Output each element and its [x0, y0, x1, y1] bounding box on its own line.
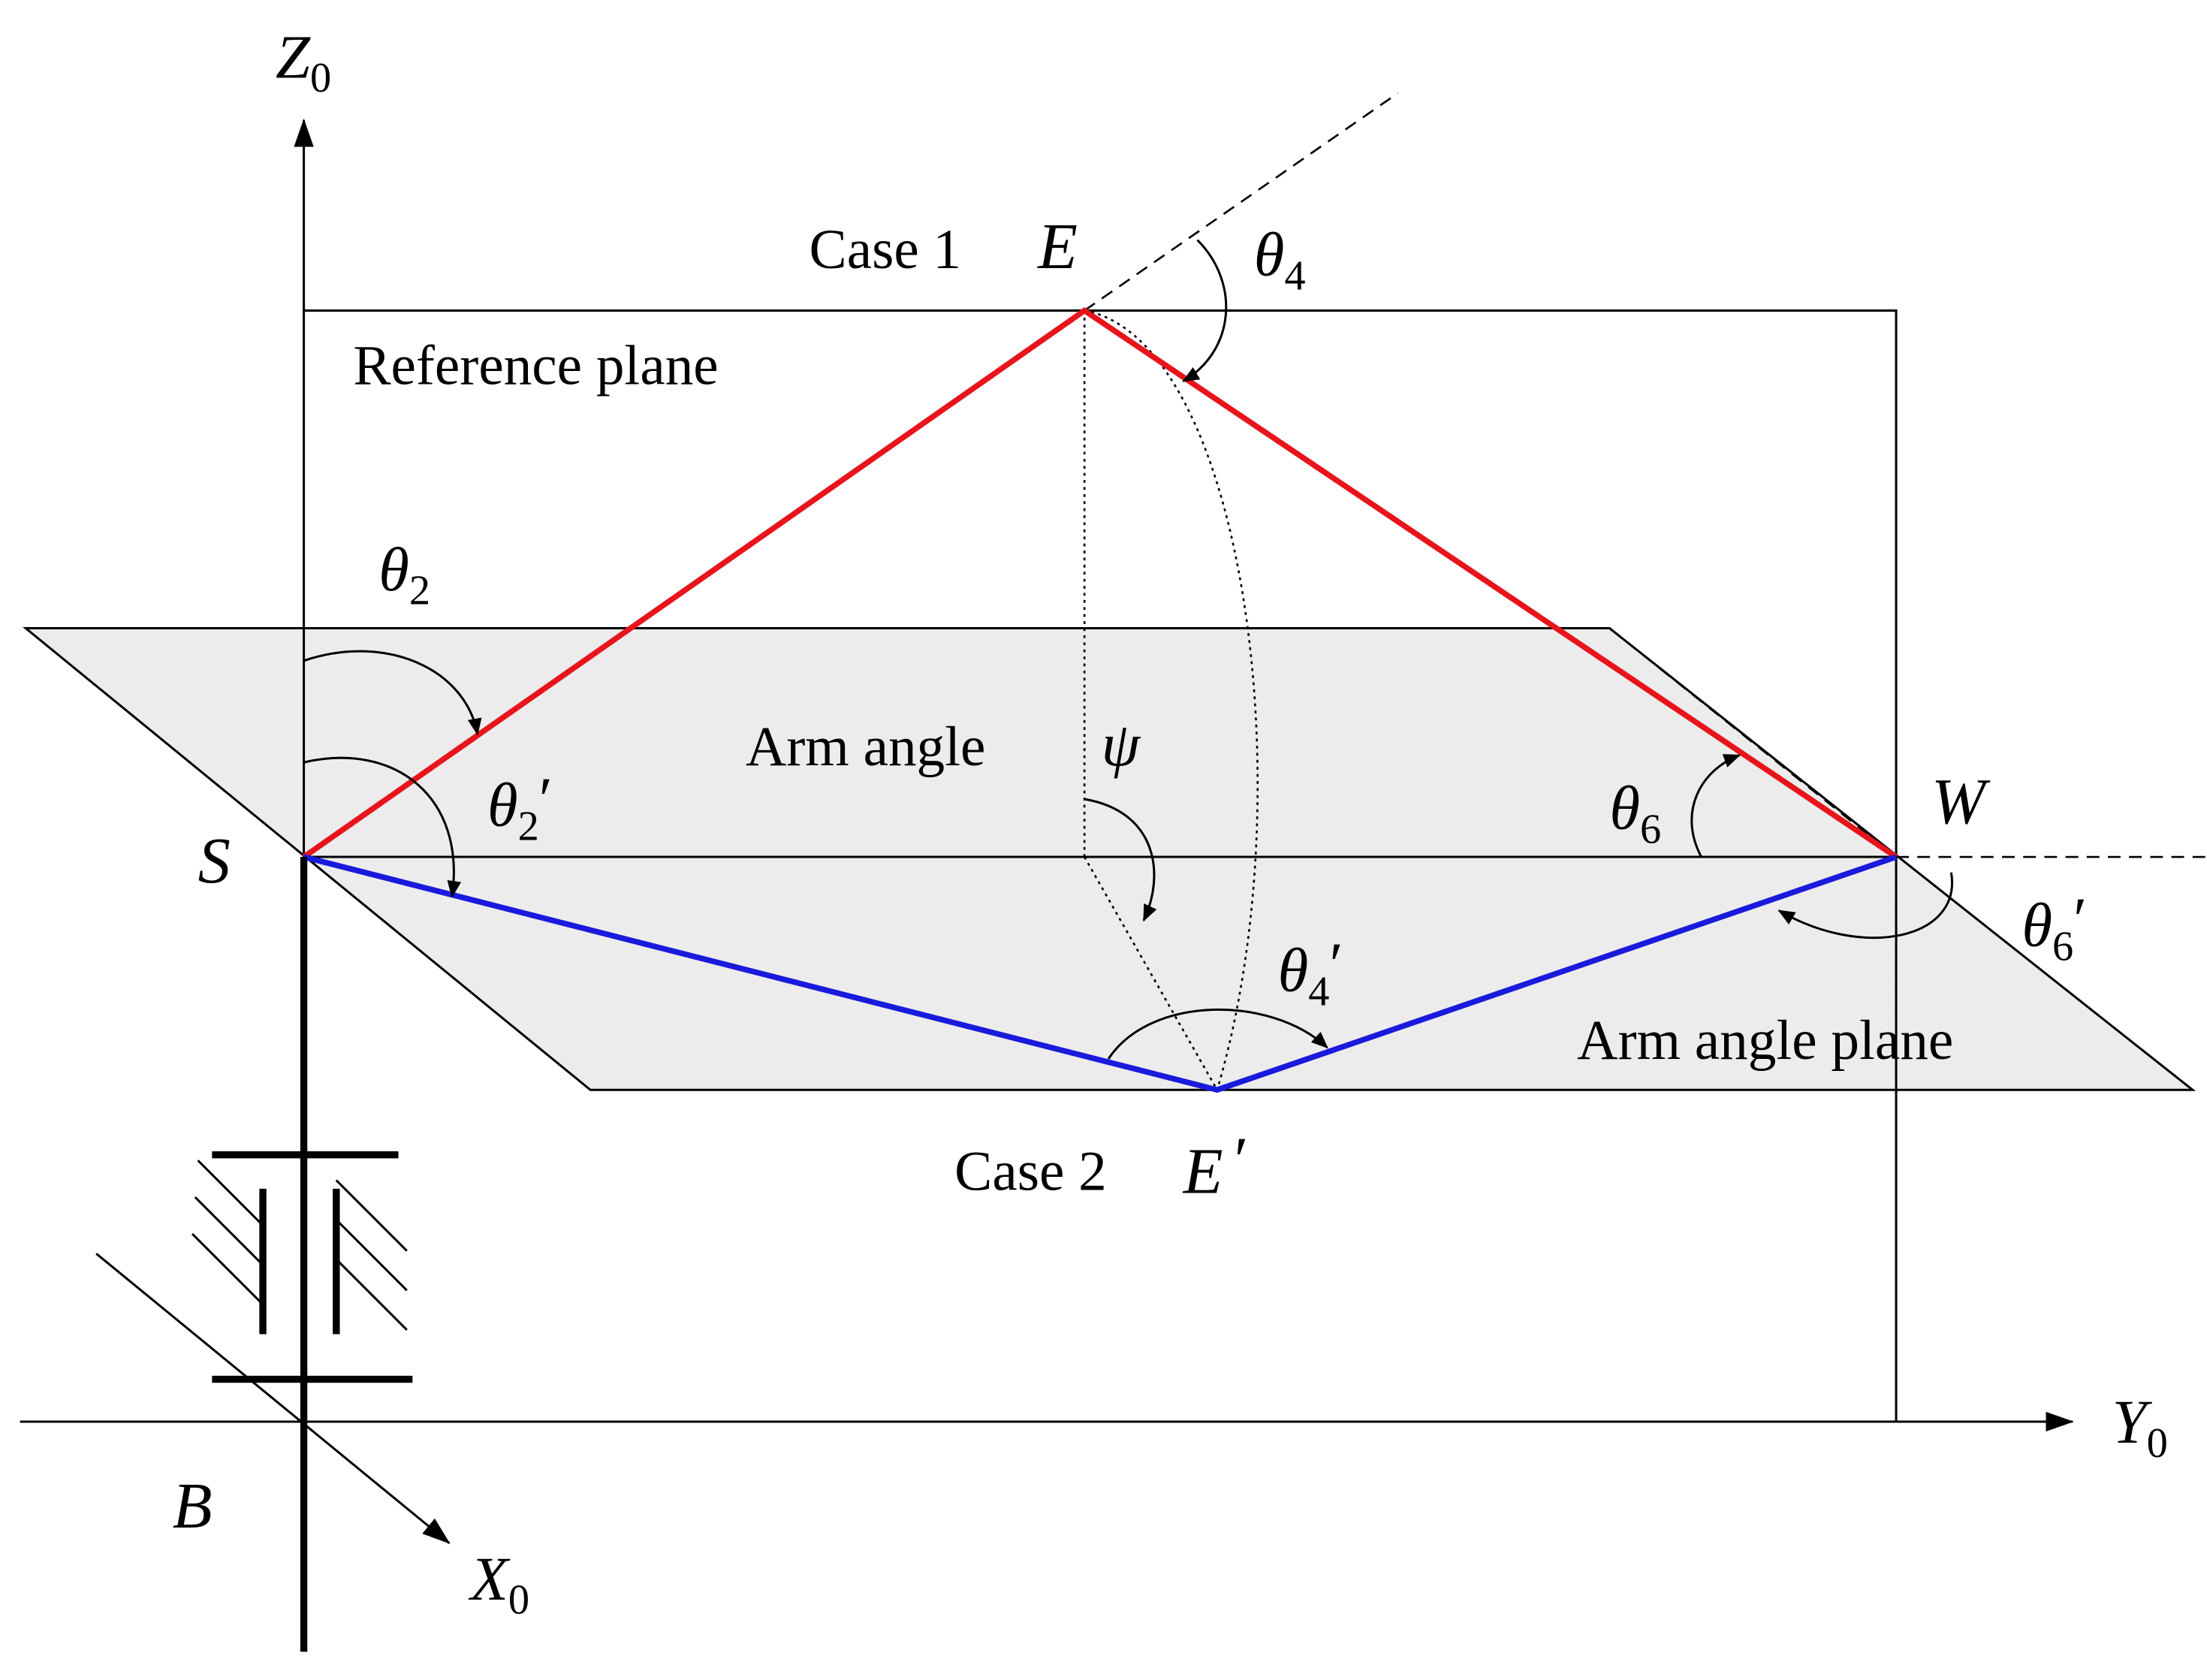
dashed-extension-e: [1084, 92, 1399, 312]
theta2p-arc: [303, 756, 462, 898]
z-axis-label: Z0: [276, 22, 331, 101]
theta4p-label: θ4′: [1278, 930, 1343, 1015]
base-hatching: [191, 1160, 408, 1331]
theta2p-label: θ2′: [487, 765, 553, 849]
theta6-label: θ6: [1609, 773, 1661, 852]
x-axis-label: X0: [468, 1544, 529, 1624]
dashed-plane-slant: [1609, 627, 1897, 858]
point-e-label: E: [1036, 210, 1078, 282]
arm-angle-plane-label: Arm angle plane: [1577, 1009, 1953, 1072]
arm-angle-label: Arm angle: [746, 716, 985, 778]
theta6p-label: θ6′: [2022, 885, 2087, 970]
theta6-arc: [1690, 754, 1741, 858]
point-s-label: S: [198, 825, 231, 897]
case2-links: [303, 854, 1898, 1093]
point-w-label: W: [1931, 765, 1991, 837]
case1-label: Case 1: [810, 219, 962, 281]
case1-links: [302, 307, 1898, 860]
reference-plane-label: Reference plane: [353, 334, 718, 397]
case2-label: Case 2: [954, 1141, 1107, 1203]
psi-label: ψ: [1102, 710, 1141, 779]
x-axis: [95, 1253, 451, 1544]
dotted-center-ep: [1083, 856, 1218, 1090]
theta2-label: θ2: [378, 535, 430, 614]
dotted-arc-e-ep: [1084, 309, 1259, 1090]
arm-angle-plane: [23, 627, 2196, 1091]
theta2-arc: [303, 650, 482, 736]
theta4-arc: [1182, 239, 1228, 382]
point-b-label: B: [173, 1470, 213, 1542]
theta4p-arc: [1107, 1009, 1328, 1060]
theta6p-arc: [1777, 872, 1954, 940]
y-axis-label: Y0: [2112, 1387, 2168, 1467]
point-ep-label: E′: [1182, 1124, 1249, 1207]
theta4-label: θ4: [1254, 220, 1306, 300]
psi-arc: [1084, 798, 1157, 922]
